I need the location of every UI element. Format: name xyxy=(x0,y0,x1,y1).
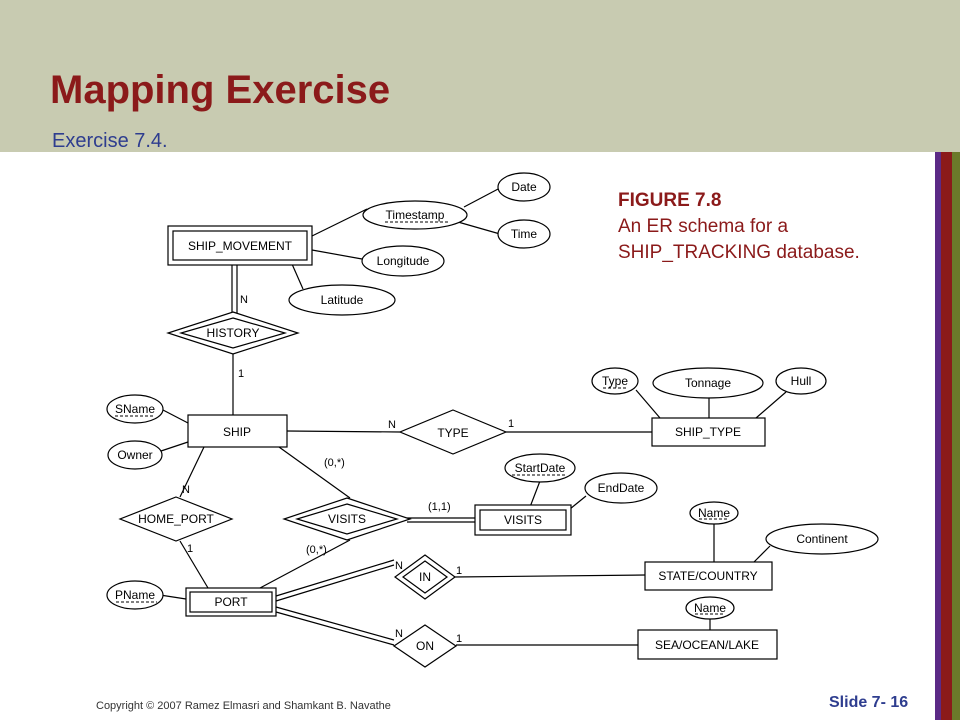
rel-on xyxy=(392,624,458,668)
card-visits-port: (0,*) xyxy=(306,544,327,556)
attr-enddate xyxy=(584,472,658,504)
rel-in-inner xyxy=(401,560,449,594)
entity-ship xyxy=(187,414,288,448)
figure-caption-heading: FIGURE 7.8 xyxy=(618,190,722,211)
connector-port-visits xyxy=(259,539,351,589)
attr-label-time: Time xyxy=(511,227,538,241)
attr-label-enddate: EndDate xyxy=(598,481,645,495)
connector-enddate xyxy=(569,495,587,510)
connector-timestamp-time xyxy=(457,221,501,235)
card-homeport-1: 1 xyxy=(187,543,193,555)
connector-in-state xyxy=(453,574,646,578)
connector-owner-ship xyxy=(160,441,189,452)
attr-label-timestamp: Timestamp xyxy=(386,208,445,222)
rel-home-port xyxy=(118,496,234,542)
connector-timestamp-date xyxy=(463,187,501,208)
slide-title: Mapping Exercise xyxy=(50,68,391,112)
entity-visits-inner xyxy=(479,509,567,531)
rel-label-visits: VISITS xyxy=(328,512,366,526)
connector-port-in-a xyxy=(275,559,395,597)
attr-tonnage xyxy=(652,367,764,399)
attr-continent xyxy=(765,523,879,555)
connector-continent-state xyxy=(753,545,771,563)
attr-label-pname: PName xyxy=(115,588,155,602)
attr-label-hull: Hull xyxy=(791,374,812,388)
accent-stripe-1 xyxy=(935,152,941,720)
slide-subtitle: Exercise 7.4. xyxy=(52,130,168,152)
entity-label-visits: VISITS xyxy=(504,513,542,527)
connector-ship-movement-timestamp xyxy=(311,208,368,237)
attr-date xyxy=(497,172,551,202)
connector-ship-homeport xyxy=(179,446,205,498)
attr-label-latitude: Latitude xyxy=(321,293,364,307)
connector-ship-visits xyxy=(278,446,351,499)
connector-port-in-b xyxy=(275,564,395,602)
card-on-n: N xyxy=(395,628,403,640)
attr-label-state-name: Name xyxy=(698,506,730,520)
connector-ship-movement-longitude xyxy=(311,249,363,260)
rel-type xyxy=(398,409,508,455)
attr-longitude xyxy=(361,245,445,277)
attr-label-continent: Continent xyxy=(796,532,848,546)
slide-header xyxy=(0,0,960,152)
card-type-1: 1 xyxy=(508,418,514,430)
attr-label-sname: SName xyxy=(115,402,155,416)
entity-label-state-country: STATE/COUNTRY xyxy=(658,569,757,583)
card-history-1: 1 xyxy=(238,368,244,380)
figure-caption-body: An ER schema for a SHIP_TRACKING databas… xyxy=(618,216,860,263)
connector-homeport-port xyxy=(179,540,209,589)
attr-label-owner: Owner xyxy=(117,448,152,462)
card-homeport-n: N xyxy=(182,484,190,496)
figure-caption: FIGURE 7.8 An ER schema for a SHIP_TRACK… xyxy=(618,188,878,266)
card-type-n: N xyxy=(388,419,396,431)
card-visits-visits: (1,1) xyxy=(428,501,451,513)
connector-sname-ship xyxy=(162,409,189,424)
entity-label-port: PORT xyxy=(214,595,248,609)
connector-ship-movement-latitude xyxy=(291,263,304,290)
accent-stripe-3 xyxy=(952,152,960,720)
rel-label-history: HISTORY xyxy=(207,326,260,340)
connector-startdate xyxy=(529,480,541,508)
attr-label-sea-name: Name xyxy=(694,601,726,615)
entity-label-ship-movement: SHIP_MOVEMENT xyxy=(188,239,293,253)
rel-label-type: TYPE xyxy=(437,426,468,440)
card-visits-ship: (0,*) xyxy=(324,457,345,469)
copyright-notice: Copyright © 2007 Ramez Elmasri and Shamk… xyxy=(96,700,391,712)
connector-type-attr xyxy=(635,389,661,419)
attr-time xyxy=(497,219,551,249)
rel-label-home-port: HOME_PORT xyxy=(138,512,214,526)
attr-label-type: Type xyxy=(602,374,628,388)
attr-label-tonnage: Tonnage xyxy=(685,376,731,390)
card-in-1: 1 xyxy=(456,565,462,577)
slide-number: Slide 7- 16 xyxy=(829,694,909,711)
connector-port-on-a xyxy=(275,606,395,641)
card-history-n: N xyxy=(240,294,248,306)
entity-label-ship: SHIP xyxy=(223,425,251,439)
entity-port-inner xyxy=(189,591,273,613)
attr-owner xyxy=(107,440,163,470)
rel-label-in: IN xyxy=(419,570,431,584)
entity-label-ship-type: SHIP_TYPE xyxy=(675,425,741,439)
attr-label-date: Date xyxy=(511,180,537,194)
entity-sea-ocean-lake xyxy=(637,629,778,660)
rel-history-inner xyxy=(178,317,288,349)
attr-label-startdate: StartDate xyxy=(515,461,566,475)
entity-state-country xyxy=(644,561,773,591)
entity-ship-type xyxy=(651,417,766,447)
connector-hull xyxy=(755,391,787,419)
connector-port-on-b xyxy=(275,611,395,646)
attr-latitude xyxy=(288,284,396,316)
accent-stripe-2 xyxy=(941,152,952,720)
rel-label-on: ON xyxy=(416,639,434,653)
connector-ship-type-rel xyxy=(286,430,401,433)
connector-pname-port xyxy=(159,594,187,600)
attr-hull xyxy=(775,367,827,395)
attr-label-longitude: Longitude xyxy=(377,254,430,268)
card-on-1: 1 xyxy=(456,633,462,645)
card-in-n: N xyxy=(395,560,403,572)
entity-label-sea-ocean-lake: SEA/OCEAN/LAKE xyxy=(655,638,759,652)
rel-visits-inner xyxy=(294,503,400,535)
entity-ship-movement-inner xyxy=(172,230,308,261)
